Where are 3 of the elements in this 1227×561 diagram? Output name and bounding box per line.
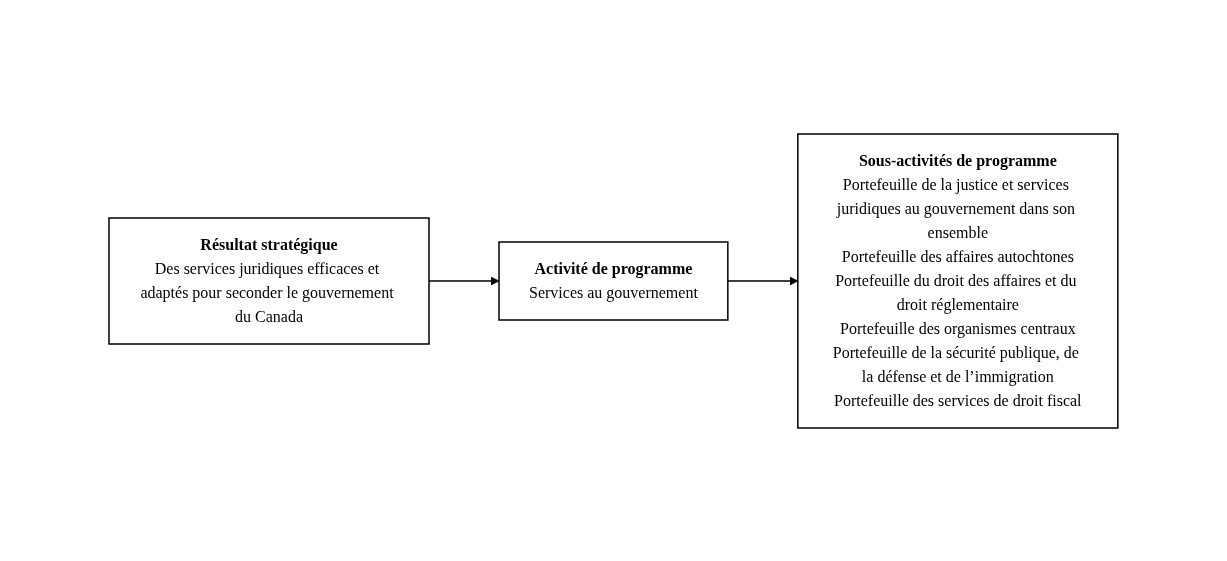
node-box: Activité de programme Services au gouvernement (498, 240, 729, 321)
node-box: Résultat stratégique Des services juridiques efficaces et adaptés pour seconder le gouvernement du Canada (108, 216, 430, 345)
node-box: Sous-activités de programme Portefeuille de la justice et services juridiques au gouvernement dans son ensemble Portefeuille des affaires autochtones Portefeuille du droit des affaires et du droit réglementaire Portefeuille des organismes centraux Portefeuille de la sécurité publique, de la défense et de l’immigration Portefeuille des services de droit fiscal (797, 132, 1119, 429)
